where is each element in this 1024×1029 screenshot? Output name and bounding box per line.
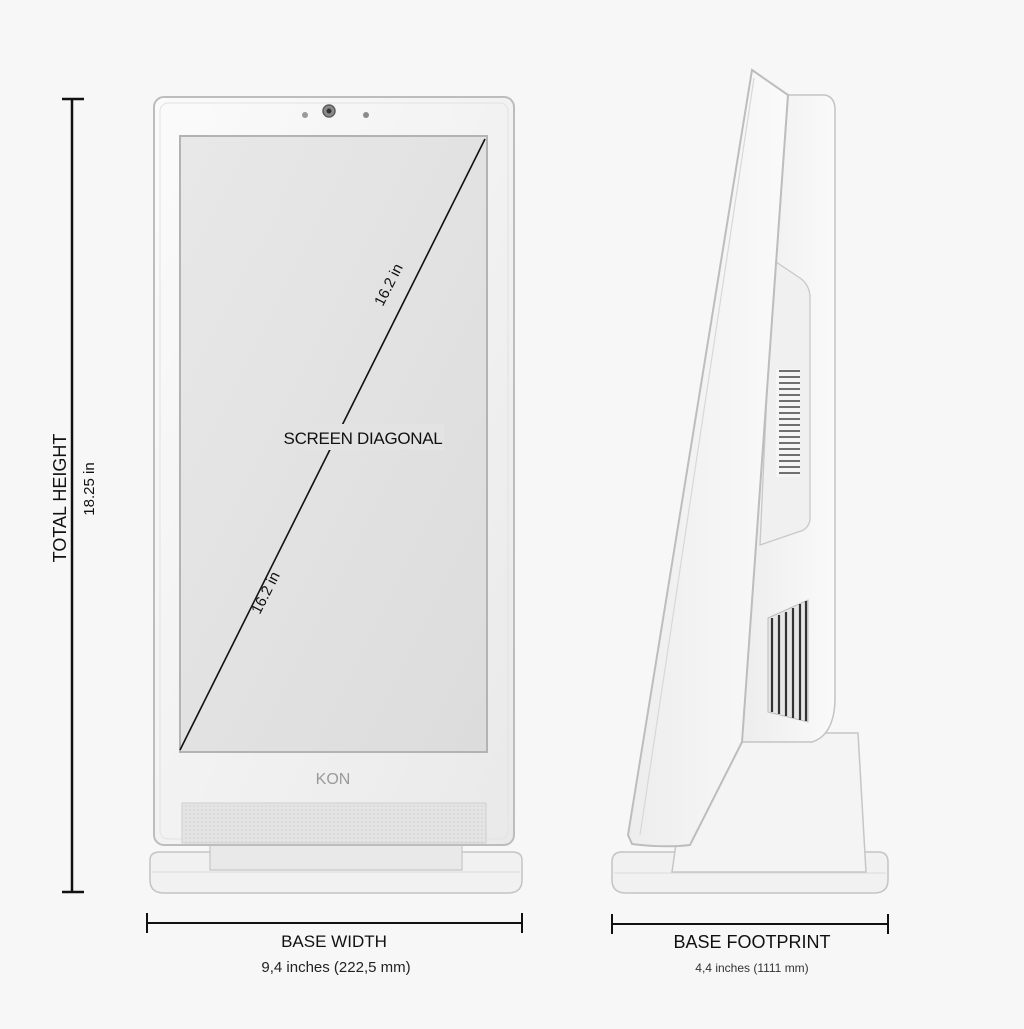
base-width-label: BASE WIDTH — [281, 932, 387, 951]
side-vent-lower — [767, 599, 809, 723]
speaker-grille — [181, 802, 487, 844]
base-footprint-dimension: BASE FOOTPRINT 4,4 inches (1111 mm) — [611, 914, 889, 975]
total-height-dimension: TOTAL HEIGHT 18.25 in — [50, 97, 98, 894]
base-footprint-label: BASE FOOTPRINT — [673, 932, 830, 952]
screen-diagonal-label: SCREEN DIAGONAL — [284, 429, 443, 448]
front-view: KON SCREEN DIAGONAL 16.2 in 16.2 in — [149, 96, 523, 894]
brand-label: KON — [316, 771, 351, 788]
total-height-label: TOTAL HEIGHT — [50, 434, 70, 563]
base-footprint-value: 4,4 inches (1111 mm) — [695, 961, 808, 975]
base-width-dimension: BASE WIDTH 9,4 inches (222,5 mm) — [146, 913, 523, 976]
sensor-right — [363, 112, 369, 118]
total-height-value: 18.25 in — [81, 462, 98, 515]
base-width-value: 9,4 inches (222,5 mm) — [261, 959, 410, 976]
side-view — [611, 68, 889, 894]
sensor-left — [302, 112, 308, 118]
side-vent-upper — [776, 369, 800, 477]
